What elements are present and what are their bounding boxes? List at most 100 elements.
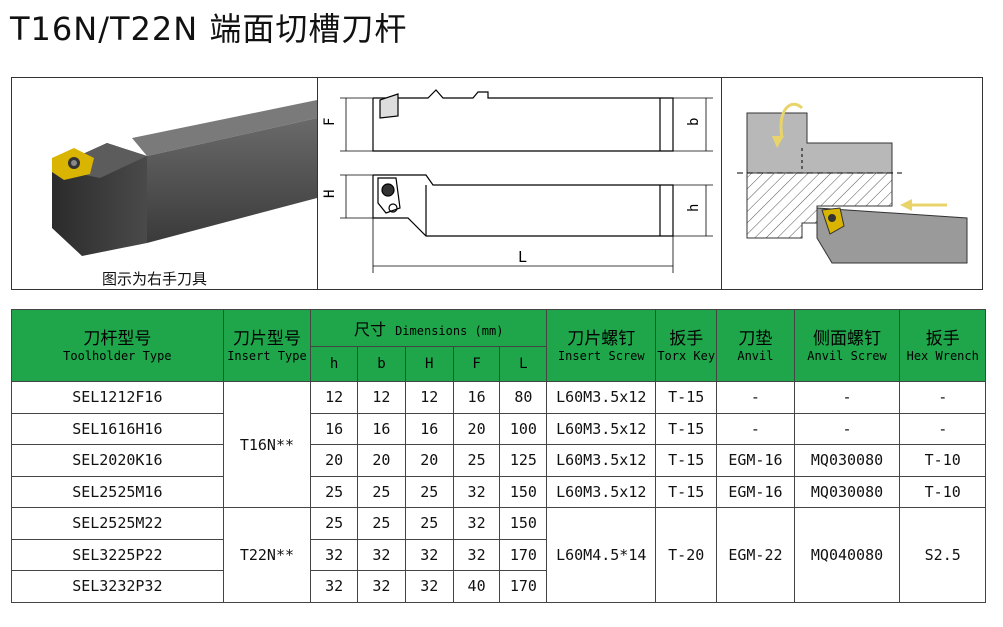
toolholder-render xyxy=(52,100,317,256)
cell-torx: T-20 xyxy=(655,507,718,603)
cell-torx: T-15 xyxy=(655,381,718,414)
cell-torx: T-15 xyxy=(655,412,718,445)
cell-L: 150 xyxy=(499,507,548,540)
cell-L: 80 xyxy=(499,381,548,414)
cell-anvil-screw: - xyxy=(793,412,901,445)
cell-anvil-screw: MQ040080 xyxy=(793,507,901,603)
cell-type: SEL2525M22 xyxy=(11,507,224,540)
header-dim-L: L xyxy=(499,346,548,382)
table-row: SEL2020K16 20 20 20 25 125 L60M3.5x12 T-… xyxy=(11,444,986,477)
cell-L: 170 xyxy=(499,538,548,571)
machining-illustration-panel xyxy=(722,78,981,289)
cell-insert-group: T16N** xyxy=(222,381,312,508)
cell-anvil-screw: - xyxy=(793,381,901,414)
cell-F: 40 xyxy=(452,570,501,603)
cell-screw: L60M3.5x12 xyxy=(546,475,657,508)
table-row: SEL1212F16 T16N** 12 12 12 16 80 L60M3.5… xyxy=(11,381,986,508)
table-row: SEL3225P22 32 32 32 32 170 xyxy=(11,538,986,571)
cell-h: 25 xyxy=(310,507,359,540)
cell-h: 20 xyxy=(310,444,359,477)
cell-screw: L60M3.5x12 xyxy=(546,412,657,445)
cell-anvil-screw: MQ030080 xyxy=(793,444,901,477)
cell-type: SEL3225P22 xyxy=(11,538,224,571)
cell-F: 32 xyxy=(452,475,501,508)
table-row: SEL2525M22 T22N** 25 25 25 32 150 L60M4.… xyxy=(11,507,986,603)
header-dim-H: H xyxy=(404,346,454,382)
spec-table: 刀杆型号 Toolholder Type 刀片型号 Insert Type 尺寸… xyxy=(11,309,986,603)
cell-F: 32 xyxy=(452,538,501,571)
header-insert: 刀片型号 Insert Type xyxy=(222,309,312,382)
cell-H: 20 xyxy=(404,444,454,477)
dim-label-L: L xyxy=(518,248,527,266)
header-anvil-screw: 侧面螺钉 Anvil Screw xyxy=(793,309,901,382)
cell-H: 25 xyxy=(404,507,454,540)
cell-b: 20 xyxy=(357,444,406,477)
cell-H: 25 xyxy=(404,475,454,508)
dim-label-F: F xyxy=(322,118,338,126)
cell-b: 32 xyxy=(357,570,406,603)
dimension-drawing: F H b h L xyxy=(322,89,713,273)
figure-row: 图示为右手刀具 xyxy=(11,77,983,290)
header-dim-F: F xyxy=(452,346,501,382)
dim-label-b: b xyxy=(686,118,702,126)
dimension-drawing-panel: F H b h L xyxy=(318,78,722,289)
cell-anvil-screw: MQ030080 xyxy=(793,475,901,508)
header-torx-key: 扳手 Torx Key xyxy=(655,309,718,382)
cell-h: 16 xyxy=(310,412,359,445)
tool-photo-panel: 图示为右手刀具 xyxy=(12,78,318,289)
header-dim-h: h xyxy=(310,346,359,382)
cell-b: 32 xyxy=(357,538,406,571)
cell-b: 16 xyxy=(357,412,406,445)
cell-F: 16 xyxy=(452,381,501,414)
cell-hex: - xyxy=(899,412,986,445)
cell-b: 25 xyxy=(357,475,406,508)
cell-hex: - xyxy=(899,381,986,414)
cell-L: 125 xyxy=(499,444,548,477)
cell-type: SEL3232P32 xyxy=(11,570,224,603)
cell-type: SEL2020K16 xyxy=(11,444,224,477)
cell-hex: T-10 xyxy=(899,444,986,477)
table-row: SEL1616H16 16 16 16 20 100 L60M3.5x12 T-… xyxy=(11,412,986,445)
cell-hex: S2.5 xyxy=(899,507,986,603)
cell-H: 32 xyxy=(404,570,454,603)
cell-type: SEL1616H16 xyxy=(11,412,224,445)
cell-torx: T-15 xyxy=(655,475,718,508)
header-insert-screw: 刀片螺钉 Insert Screw xyxy=(546,309,657,382)
dim-label-H: H xyxy=(322,190,338,198)
cell-type: SEL1212F16 xyxy=(11,381,224,414)
header-dim-b: b xyxy=(357,346,406,382)
cell-screw: L60M3.5x12 xyxy=(546,444,657,477)
cell-torx: T-15 xyxy=(655,444,718,477)
table-row: SEL3232P32 32 32 32 40 170 xyxy=(11,570,986,603)
table-row: SEL2525M16 25 25 25 32 150 L60M3.5x12 T-… xyxy=(11,475,986,508)
figure-caption: 图示为右手刀具 xyxy=(102,270,208,288)
cell-screw: L60M4.5*14 xyxy=(546,507,657,603)
cell-H: 16 xyxy=(404,412,454,445)
dim-label-h: h xyxy=(686,204,702,212)
cell-insert-group: T22N** xyxy=(222,507,312,603)
cell-h: 25 xyxy=(310,475,359,508)
page-title: T16N/T22N 端面切槽刀杆 xyxy=(10,10,408,48)
cell-b: 25 xyxy=(357,507,406,540)
cell-anvil: EGM-22 xyxy=(716,507,795,603)
cell-L: 170 xyxy=(499,570,548,603)
header-dimensions: 尺寸 Dimensions (mm) xyxy=(310,309,548,347)
cell-hex: T-10 xyxy=(899,475,986,508)
header-anvil: 刀垫 Anvil xyxy=(716,309,795,382)
cell-h: 12 xyxy=(310,381,359,414)
header-hex-wrench: 扳手 Hex Wrench xyxy=(899,309,986,382)
cell-b: 12 xyxy=(357,381,406,414)
cell-anvil: - xyxy=(716,381,795,414)
cell-L: 100 xyxy=(499,412,548,445)
cell-type: SEL2525M16 xyxy=(11,475,224,508)
cell-F: 25 xyxy=(452,444,501,477)
cell-h: 32 xyxy=(310,570,359,603)
cell-screw: L60M3.5x12 xyxy=(546,381,657,414)
cell-H: 32 xyxy=(404,538,454,571)
cell-anvil: EGM-16 xyxy=(716,475,795,508)
cell-h: 32 xyxy=(310,538,359,571)
cell-anvil: - xyxy=(716,412,795,445)
face-grooving-illustration xyxy=(737,102,968,264)
cell-F: 32 xyxy=(452,507,501,540)
header-toolholder: 刀杆型号 Toolholder Type xyxy=(11,309,224,382)
